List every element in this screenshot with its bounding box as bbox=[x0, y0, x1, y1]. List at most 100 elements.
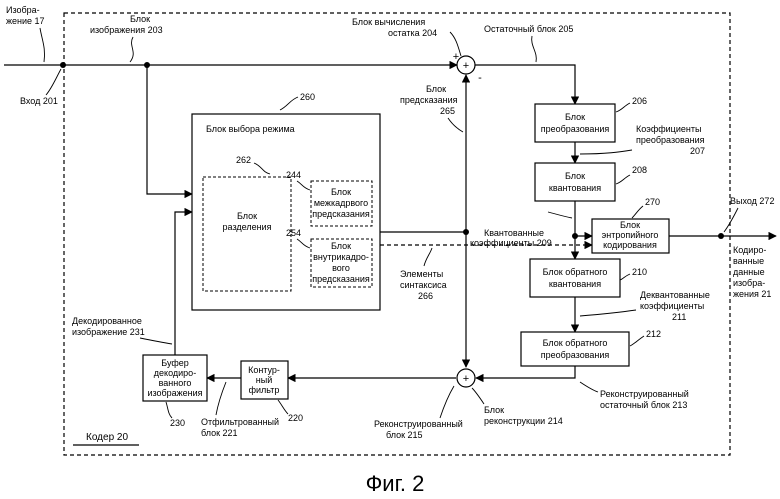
loop-filter-label-1: Контур- bbox=[248, 365, 280, 375]
ref-254: 254 bbox=[286, 228, 301, 238]
label-recon-block-1: Реконструированный bbox=[374, 419, 463, 429]
ref-220-leader bbox=[278, 400, 288, 414]
label-recon-unit-1: Блок bbox=[484, 405, 504, 415]
label-filtered-block-leader bbox=[216, 382, 226, 415]
residual-adder-plus-left: + bbox=[453, 51, 459, 63]
label-transform-coeffs-2: преобразования bbox=[636, 135, 705, 145]
label-image-17-1: Изобра- bbox=[6, 5, 40, 15]
ref-208-leader bbox=[616, 175, 630, 184]
label-prediction-1: Блок bbox=[426, 84, 446, 94]
label-syntax-elements-leader bbox=[424, 248, 432, 266]
ref-244: 244 bbox=[286, 170, 301, 180]
label-filtered-block-2: блок 221 bbox=[201, 428, 238, 438]
dequant-label-2: квантования bbox=[549, 279, 601, 289]
inv-transform-label-1: Блок обратного bbox=[543, 338, 608, 348]
label-quant-coeffs-leader bbox=[548, 212, 572, 218]
label-dequant-coeffs-2: коэффициенты bbox=[640, 301, 704, 311]
label-residual-calc-1: Блок вычисления bbox=[352, 17, 425, 27]
label-image-17-2: жение 17 bbox=[6, 16, 45, 26]
label-recon-unit-2: реконструкции 214 bbox=[484, 416, 563, 426]
dpb-label-4: изображения bbox=[147, 388, 202, 398]
partition-label-2: разделения bbox=[223, 222, 272, 232]
inv-transform-to-recon bbox=[476, 366, 575, 378]
transform-label-1: Блок bbox=[565, 112, 585, 122]
entropy-label-1: Блок bbox=[620, 220, 640, 230]
label-syntax-elements-2: синтаксиса bbox=[400, 280, 447, 290]
label-coded-data-2: ванные bbox=[733, 256, 764, 266]
label-image-17-leader bbox=[40, 28, 45, 62]
entropy-label-2: энтропийного bbox=[602, 230, 659, 240]
label-output-272-leader bbox=[724, 208, 738, 232]
ref-260: 260 bbox=[300, 92, 315, 102]
ref-212-leader bbox=[630, 336, 644, 346]
ref-210: 210 bbox=[632, 267, 647, 277]
image-to-mode-select bbox=[147, 65, 192, 194]
dpb-label-2: декодиро- bbox=[154, 368, 196, 378]
label-syntax-elements-1: Элементы bbox=[400, 269, 443, 279]
label-transform-coeffs-leader bbox=[580, 150, 632, 154]
label-dequant-coeffs-leader bbox=[580, 310, 636, 316]
figure-caption: Фиг. 2 bbox=[366, 471, 425, 496]
loop-filter-label-2: ный bbox=[256, 375, 272, 385]
label-output-272: Выход 272 bbox=[730, 196, 774, 206]
ref-212: 212 bbox=[646, 329, 661, 339]
ref-208: 208 bbox=[632, 165, 647, 175]
label-quant-coeffs-2: коэффициенты 209 bbox=[470, 238, 552, 248]
ref-260-leader bbox=[280, 97, 298, 110]
label-filtered-block-1: Отфильтрованный bbox=[201, 417, 279, 427]
quantization-block bbox=[535, 163, 615, 201]
quant-label-1: Блок bbox=[565, 171, 585, 181]
label-coded-data-5: жения 21 bbox=[733, 289, 771, 299]
label-coded-data-3: данные bbox=[733, 267, 765, 277]
label-transform-coeffs-3: 207 bbox=[690, 146, 705, 156]
dpb-label-3: ванного bbox=[159, 378, 192, 388]
label-coded-data-4: изобра- bbox=[733, 278, 765, 288]
residual-adder-plus: + bbox=[463, 60, 469, 72]
mode-select-label: Блок выбора режима bbox=[206, 124, 295, 134]
ref-220: 220 bbox=[288, 413, 303, 423]
transform-block bbox=[535, 104, 615, 142]
ref-210-leader bbox=[620, 274, 630, 280]
dpb-to-mode-select bbox=[175, 212, 192, 355]
label-decoded-image-1: Декодированное bbox=[72, 316, 142, 326]
intra-label-2: внутрикадро- bbox=[313, 252, 369, 262]
label-recon-residual-leader bbox=[580, 382, 598, 392]
dpb-label-1: Буфер bbox=[161, 358, 189, 368]
label-decoded-image-2: изображение 231 bbox=[72, 327, 145, 337]
label-residual-block-205: Остаточный блок 205 bbox=[484, 24, 573, 34]
label-quant-coeffs-1: Квантованные bbox=[484, 228, 544, 238]
label-dequant-coeffs-1: Деквантованные bbox=[640, 290, 710, 300]
quant-label-2: квантования bbox=[549, 183, 601, 193]
ref-206: 206 bbox=[632, 96, 647, 106]
inverse-quantization-block bbox=[530, 259, 620, 297]
label-coded-data-1: Кодиро- bbox=[733, 245, 766, 255]
ref-262: 262 bbox=[236, 155, 251, 165]
intra-label-1: Блок bbox=[331, 241, 351, 251]
label-dequant-coeffs-3: 211 bbox=[672, 312, 686, 322]
label-recon-residual-2: остаточный блок 213 bbox=[600, 400, 687, 410]
label-syntax-elements-3: 266 bbox=[418, 291, 433, 301]
label-residual-block-205-leader bbox=[532, 36, 537, 62]
ref-270: 270 bbox=[645, 197, 660, 207]
partition-block bbox=[203, 177, 291, 291]
label-input-201-leader bbox=[46, 69, 61, 95]
ref-230-leader bbox=[166, 402, 172, 418]
entropy-label-3: кодирования bbox=[603, 240, 657, 250]
transform-label-2: преобразования bbox=[541, 124, 610, 134]
label-residual-calc-2: остатка 204 bbox=[388, 28, 437, 38]
label-prediction-2: предсказания bbox=[400, 95, 458, 105]
label-decoded-image-leader bbox=[140, 338, 172, 344]
ref-270-leader bbox=[632, 206, 643, 218]
recon-adder-plus: + bbox=[463, 373, 469, 385]
label-recon-residual-1: Реконструированный bbox=[600, 389, 689, 399]
label-image-block-203-1: Блок bbox=[130, 14, 150, 24]
partition-label-1: Блок bbox=[237, 211, 257, 221]
residual-adder-minus: - bbox=[478, 72, 482, 84]
input-junction bbox=[60, 62, 66, 68]
ref-206-leader bbox=[616, 103, 630, 112]
label-input-201: Вход 201 bbox=[20, 96, 58, 106]
inv-transform-label-2: преобразования bbox=[541, 350, 610, 360]
inter-label-3: предсказания bbox=[312, 209, 370, 219]
ref-230: 230 bbox=[170, 418, 185, 428]
